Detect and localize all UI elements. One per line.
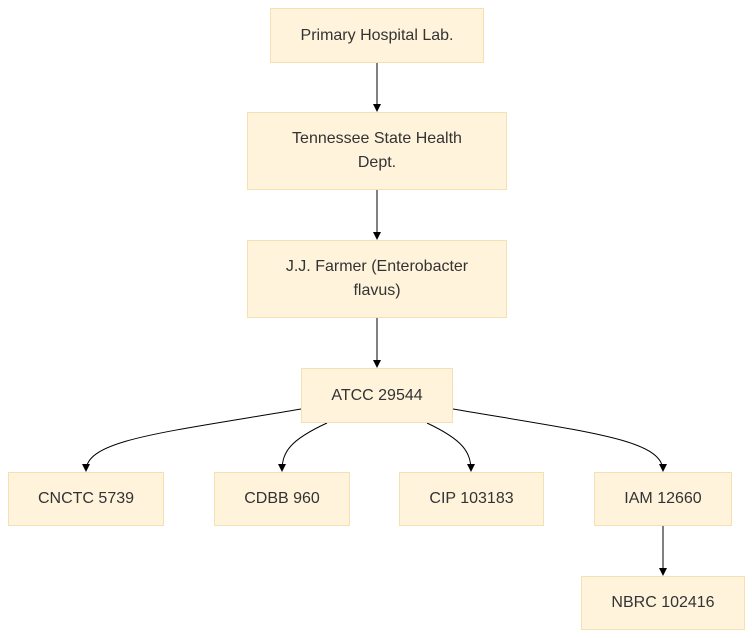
node-primary-hospital-lab: Primary Hospital Lab. xyxy=(270,8,484,63)
node-label: CIP 103183 xyxy=(429,490,514,507)
edge-atcc-to-cdbb xyxy=(278,422,328,472)
node-cdbb-960: CDBB 960 xyxy=(214,472,350,526)
edge-atcc-to-cnctc xyxy=(82,408,302,472)
node-label: CDBB 960 xyxy=(244,490,320,507)
edge-atcc-to-cip xyxy=(426,422,475,472)
node-label: IAM 12660 xyxy=(624,490,702,507)
edge-atcc-to-iam xyxy=(452,408,667,472)
node-label: NBRC 102416 xyxy=(611,594,715,611)
node-cip-103183: CIP 103183 xyxy=(399,472,544,526)
node-atcc-29544: ATCC 29544 xyxy=(301,368,453,423)
node-jj-farmer: J.J. Farmer (Enterobacter flavus) xyxy=(247,240,507,318)
node-nbrc-102416: NBRC 102416 xyxy=(581,576,745,630)
node-iam-12660: IAM 12660 xyxy=(594,472,732,526)
node-tennessee-state-health-dept: Tennessee State Health Dept. xyxy=(247,112,507,190)
node-label: ATCC 29544 xyxy=(331,386,423,404)
node-cnctc-5739: CNCTC 5739 xyxy=(8,472,164,526)
node-label: Primary Hospital Lab. xyxy=(300,26,454,44)
node-label: Tennessee State Health Dept. xyxy=(292,130,462,171)
node-label: CNCTC 5739 xyxy=(37,490,135,507)
node-label: J.J. Farmer (Enterobacter flavus) xyxy=(285,258,469,299)
